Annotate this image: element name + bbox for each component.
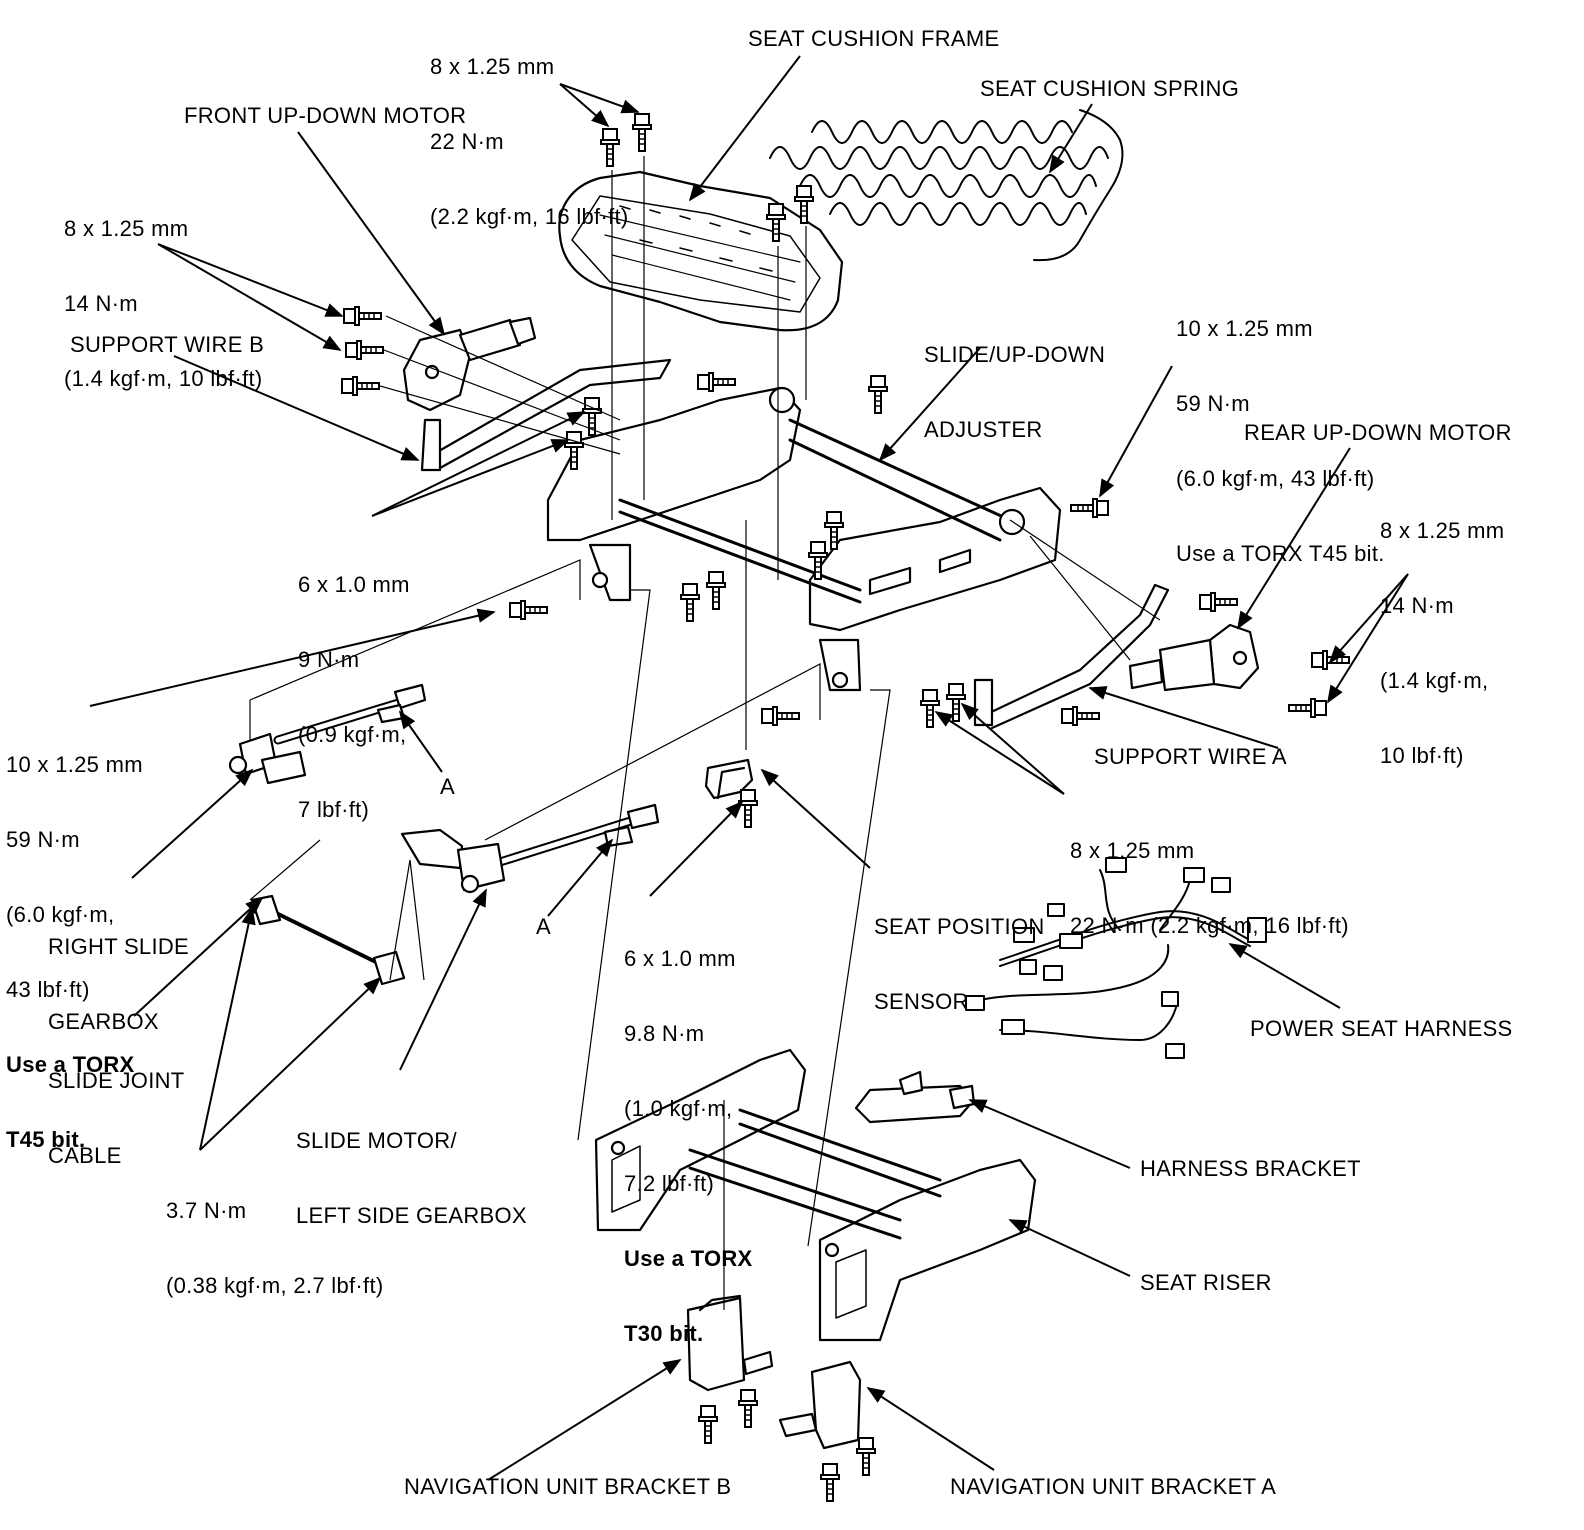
label-seat-cushion-frame: SEAT CUSHION FRAME [748,26,1000,51]
label-line: LEFT SIDE GEARBOX [296,1203,527,1228]
spec-line: 7 lbf·ft) [298,797,370,822]
torque-front-motor-bolts: 8 x 1.25 mm 14 N·m (1.4 kgf·m, 10 lbf·ft… [64,166,263,416]
spec-line: 7.2 lbf·ft) [624,1171,715,1196]
spec-line: 14 N·m [1380,593,1454,618]
label-slide-joint-cable: SLIDE JOINT CABLE [48,1018,185,1193]
spec-line: 22 N·m (2.2 kgf·m, 16 lbf·ft) [1070,913,1349,938]
spec-line: Use a TORX T45 bit. [1176,541,1385,566]
label-support-wire-a: SUPPORT WIRE A [1094,744,1287,769]
spec-line: 10 x 1.25 mm [6,752,143,777]
spec-line: T30 bit. [624,1321,704,1346]
spec-line: T45 bit. [6,1127,86,1152]
slide-joint-cable [250,894,406,986]
label-line: SLIDE MOTOR/ [296,1128,457,1153]
spec-line: 9 N·m [298,647,360,672]
spec-line: 10 x 1.25 mm [1176,316,1313,341]
label-nav-bracket-a: NAVIGATION UNIT BRACKET A [950,1474,1277,1499]
torque-rear-motor-bolts: 8 x 1.25 mm 14 N·m (1.4 kgf·m, 10 lbf·ft… [1380,468,1504,793]
slide-motor-left-gearbox [400,803,660,894]
label-seat-riser: SEAT RISER [1140,1270,1272,1295]
label-slide-motor-left-gearbox: SLIDE MOTOR/ LEFT SIDE GEARBOX [296,1078,527,1253]
spec-line: 22 N·m [430,129,504,154]
spec-line: 14 N·m [64,291,138,316]
support-wire-a [973,583,1170,730]
label-line: SLIDE/UP-DOWN [924,342,1106,367]
power-seat-harness [965,857,1267,1059]
spec-line: 3.7 N·m [166,1198,247,1223]
spec-line: (1.4 kgf·m, [1380,668,1489,693]
label-seat-cushion-spring: SEAT CUSHION SPRING [980,76,1240,101]
label-seat-position-sensor: SEAT POSITION SENSOR [874,864,1045,1039]
label-slide-up-down-adjuster: SLIDE/UP-DOWN ADJUSTER [924,292,1105,467]
rear-up-down-motor [1128,623,1260,692]
label-ref-a: A [536,914,551,939]
spec-line: (6.0 kgf·m, [6,902,115,927]
navigation-unit-bracket-a [778,1360,862,1450]
label-right-slide-gearbox: RIGHT SLIDE GEARBOX [48,884,189,1059]
label-line: ADJUSTER [924,417,1043,442]
label-front-up-down-motor: FRONT UP-DOWN MOTOR [184,103,467,128]
label-line: SENSOR [874,989,969,1014]
spec-line: 8 x 1.25 mm [64,216,189,241]
label-power-seat-harness: POWER SEAT HARNESS [1250,1016,1513,1041]
spec-line: 10 lbf·ft) [1380,743,1464,768]
label-nav-bracket-b: NAVIGATION UNIT BRACKET B [404,1474,732,1499]
spec-line: 59 N·m [6,827,80,852]
spec-line: 6 x 1.0 mm [298,572,410,597]
spec-line: Use a TORX [6,1052,135,1077]
harness-bracket [854,1070,976,1124]
seat-riser [594,1048,1037,1342]
torque-adjuster-6mm-bolts: 6 x 1.0 mm 9 N·m (0.9 kgf·m, 7 lbf·ft) [298,522,410,847]
support-wire-b [420,358,672,472]
navigation-unit-bracket-b [686,1294,774,1392]
spec-line: 8 x 1.25 mm [430,54,555,79]
assembly-guide-lines [249,156,1161,1310]
spec-line: (2.2 kgf·m, 16 lbf·ft) [430,204,629,229]
spec-line: 9.8 N·m [624,1021,705,1046]
label-ref-a: A [440,774,455,799]
label-line: SLIDE JOINT [48,1068,185,1093]
spec-line: 8 x 1.25 mm [1070,838,1195,863]
label-line: CABLE [48,1143,122,1168]
label-line: RIGHT SLIDE [48,934,190,959]
spec-line: 6 x 1.0 mm [624,946,736,971]
spec-line: 59 N·m [1176,391,1250,416]
spec-line: Use a TORX [624,1246,753,1271]
spec-line: (1.0 kgf·m, [624,1096,733,1121]
torque-cable-nuts: 3.7 N·m (0.38 kgf·m, 2.7 lbf·ft) [166,1148,384,1323]
torque-support-wire-a-bolts: 8 x 1.25 mm 22 N·m (2.2 kgf·m, 16 lbf·ft… [1070,788,1349,963]
spec-line: 43 lbf·ft) [6,977,90,1002]
front-up-down-motor [402,316,537,412]
label-line: GEARBOX [48,1009,159,1034]
leader-arrows [89,55,1409,1481]
label-line: SEAT POSITION [874,914,1045,939]
label-harness-bracket: HARNESS BRACKET [1140,1156,1361,1181]
torque-adjuster-bolts: 10 x 1.25 mm 59 N·m (6.0 kgf·m, 43 lbf·f… [1176,266,1385,591]
torque-riser-bolts: 10 x 1.25 mm 59 N·m (6.0 kgf·m, 43 lbf·f… [6,702,143,1177]
label-rear-up-down-motor: REAR UP-DOWN MOTOR [1244,420,1512,445]
torque-frame-bolts: 8 x 1.25 mm 22 N·m (2.2 kgf·m, 16 lbf·ft… [430,4,629,254]
spec-line: 8 x 1.25 mm [1380,518,1505,543]
seat-position-sensor [704,758,754,800]
spec-line: (6.0 kgf·m, 43 lbf·ft) [1176,466,1375,491]
spec-line: (1.4 kgf·m, 10 lbf·ft) [64,366,263,391]
torque-sensor-bolt: 6 x 1.0 mm 9.8 N·m (1.0 kgf·m, 7.2 lbf·f… [624,896,753,1371]
spec-line: (0.9 kgf·m, [298,722,407,747]
spec-line: (0.38 kgf·m, 2.7 lbf·ft) [166,1273,384,1298]
label-support-wire-b: SUPPORT WIRE B [70,332,265,357]
right-slide-gearbox [228,683,427,785]
